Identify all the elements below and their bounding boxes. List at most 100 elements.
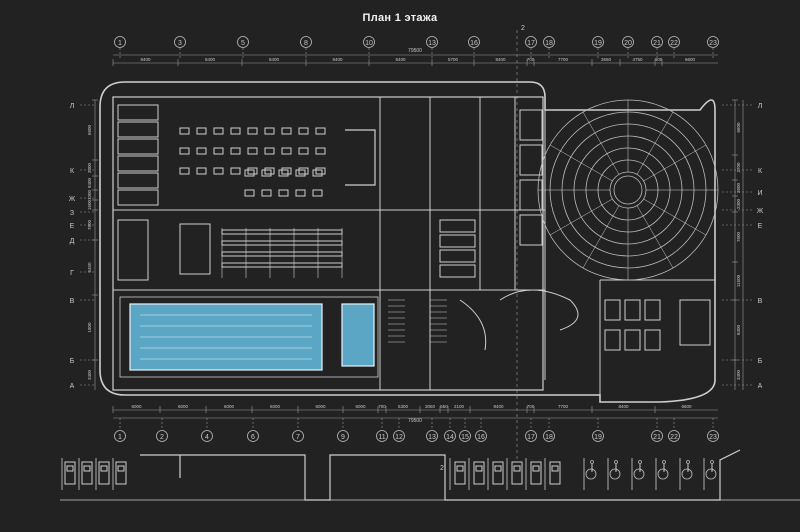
axis-label: В (758, 298, 763, 305)
room (439, 219, 476, 233)
axis-marker-bottom (337, 430, 349, 442)
room (519, 109, 543, 141)
wheelchair-head (614, 460, 618, 464)
axis-label: 4 (205, 434, 209, 441)
axis-marker-bottom (651, 430, 663, 442)
table (278, 169, 289, 177)
dim-label: 5700 (448, 57, 459, 62)
bench (221, 262, 343, 268)
axis-label: 2 (521, 25, 525, 32)
car-body (473, 461, 485, 485)
pools (119, 296, 379, 378)
table (298, 147, 309, 155)
dim-label: 700 (378, 404, 386, 409)
table (244, 189, 255, 197)
axis-label: Ж (757, 208, 764, 215)
axis-marker-top (651, 36, 663, 48)
table (230, 167, 241, 175)
table (261, 189, 272, 197)
dim-label: 6600 (681, 404, 692, 409)
room (604, 299, 621, 321)
room (604, 329, 621, 351)
table (196, 167, 207, 175)
axis-label: А (758, 383, 763, 390)
axis-label: Л (70, 103, 75, 110)
lobby-counter (459, 299, 487, 351)
amphitheater (537, 99, 719, 281)
axis-label: Е (70, 223, 75, 230)
room (644, 329, 661, 351)
car-icon (511, 461, 523, 485)
axis-label: 8 (304, 40, 308, 47)
dim-label: 3650 (601, 57, 612, 62)
wheelchair-head (590, 460, 594, 464)
dim-label: 3050 (425, 404, 436, 409)
car-body (64, 461, 76, 485)
room (439, 249, 476, 263)
car-icon (454, 461, 466, 485)
wheelchair-icon (657, 460, 669, 480)
axis-label: Л (758, 103, 763, 110)
dim-label: 1300 (87, 189, 92, 200)
axis-marker-top (174, 36, 186, 48)
wheelchair-head (686, 460, 690, 464)
car-window (456, 465, 464, 472)
dim-label: 7700 (558, 404, 569, 409)
axis-label: 10 (365, 40, 373, 47)
axis-label: Б (758, 358, 763, 365)
amphi-radial (582, 111, 620, 175)
axis-label: 1 (118, 40, 122, 47)
lobby-counter (499, 289, 579, 331)
table (213, 127, 224, 135)
axis-label: 19 (594, 40, 602, 47)
room (117, 138, 159, 155)
wheelchair-head (710, 460, 714, 464)
room (117, 172, 159, 189)
dim-label: 6600 (87, 124, 92, 135)
wheelchair-icon (585, 460, 597, 480)
building-perimeter (99, 81, 716, 403)
axis-marker-bottom (201, 430, 213, 442)
bench (221, 229, 343, 235)
room (179, 223, 211, 275)
bench (221, 240, 343, 246)
car-window (475, 465, 483, 472)
dim-label: 7600 (736, 231, 741, 242)
room (679, 299, 711, 346)
car-icon (473, 461, 485, 485)
inner-wall (112, 96, 544, 391)
small-pool (341, 303, 375, 367)
table (247, 167, 258, 175)
room (117, 155, 159, 172)
axis-marker-bottom (247, 430, 259, 442)
dim-label: 7800 (87, 219, 92, 230)
axis-label: 19 (594, 434, 602, 441)
amphi-radial (643, 144, 707, 182)
table (179, 147, 190, 155)
table (230, 147, 241, 155)
axis-marker-top (426, 36, 438, 48)
axis-label: В (70, 298, 75, 305)
dim-label: 7700 (558, 57, 569, 62)
axis-label: 12 (395, 434, 403, 441)
dim-label: 8400 (205, 57, 216, 62)
axis-marker-bottom (156, 430, 168, 442)
table (295, 169, 306, 177)
axis-label: А (70, 383, 75, 390)
axis-label: 7 (296, 434, 300, 441)
axis-label: 18 (545, 434, 553, 441)
table (298, 127, 309, 135)
table (281, 167, 292, 175)
axis-marker-bottom (592, 430, 604, 442)
dim-label: 3400 (736, 369, 741, 380)
room (439, 264, 476, 278)
axis-marker-top (592, 36, 604, 48)
axis-marker-top (114, 36, 126, 48)
table (298, 167, 309, 175)
car-window (551, 465, 559, 472)
table (179, 127, 190, 135)
car-icon (64, 461, 76, 485)
table (261, 169, 272, 177)
